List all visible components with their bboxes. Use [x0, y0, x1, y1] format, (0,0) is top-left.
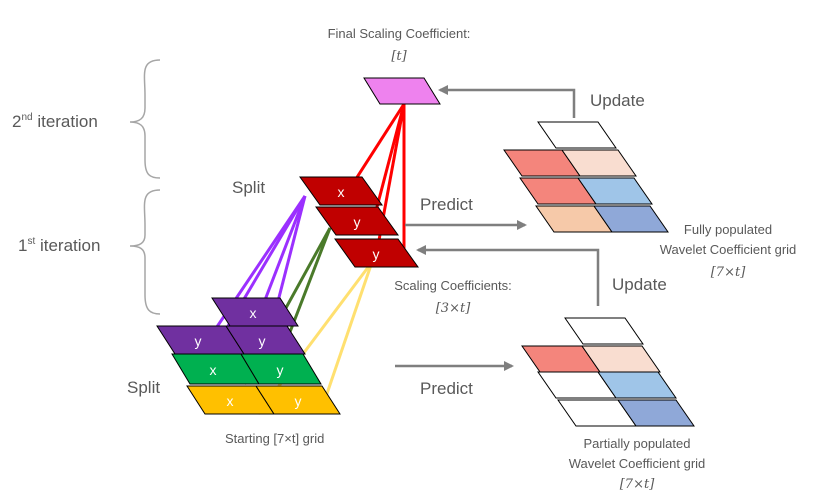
start-cell-row3-y	[240, 353, 322, 385]
level1-cell-y2	[334, 238, 419, 268]
start-cell-row2-y2-text: y	[259, 333, 266, 349]
level1-cell-x	[299, 176, 383, 206]
partially-populated-line2: Wavelet Coefficient grid	[569, 456, 706, 471]
level1-cell-y2-text: y	[373, 246, 380, 262]
first-iteration-brace	[129, 189, 161, 315]
level1-cell-y1	[315, 206, 399, 236]
partially-populated-dim: [7×t]	[620, 477, 655, 492]
partial-cell-r3b	[597, 371, 677, 399]
full-cell-r4b	[593, 205, 669, 233]
update-bottom-label: Update	[612, 275, 667, 294]
scaling-coefficients-dim: [3×t]	[436, 301, 471, 316]
full-cell-r2b	[561, 149, 637, 177]
partially-populated-grid	[521, 317, 695, 427]
fully-populated-line1: Fully populated	[684, 222, 772, 237]
starting-grid: x y y x y x y	[156, 297, 341, 415]
fully-populated-grid	[503, 121, 669, 233]
update-top-label: Update	[590, 91, 645, 110]
first-iteration-label: 1st iteration	[18, 236, 100, 255]
start-cell-row1-x	[211, 297, 299, 327]
full-cell-r1	[537, 121, 617, 149]
final-coefficient-label: Final Scaling Coefficient:	[328, 26, 471, 41]
split-top-label: Split	[232, 178, 265, 197]
final-coefficient-cell	[363, 77, 441, 105]
level1-cells: x y y	[299, 176, 419, 268]
fully-populated-line2: Wavelet Coefficient grid	[660, 242, 797, 257]
start-cell-row2-y1-text: y	[195, 333, 202, 349]
start-cell-row4-y-text: y	[295, 393, 302, 409]
scaling-coefficients-label: Scaling Coefficients:	[394, 278, 512, 293]
second-iteration-label: 2nd iteration	[12, 112, 98, 131]
partially-populated-line1: Partially populated	[584, 436, 691, 451]
final-coefficient-dim: [t]	[391, 49, 407, 64]
start-cell-row4-y	[255, 385, 341, 415]
predict-bottom-label: Predict	[420, 379, 473, 398]
start-cell-row4-x-text: x	[227, 393, 234, 409]
start-cell-row3-x-text: x	[210, 362, 217, 378]
partial-cell-r1	[564, 317, 644, 345]
split-bottom-label: Split	[127, 378, 160, 397]
predict-top-label: Predict	[420, 195, 473, 214]
level1-cell-x-text: x	[338, 184, 345, 200]
start-cell-row3-y-text: y	[277, 362, 284, 378]
full-cell-r3b	[577, 177, 653, 205]
update-bottom-arrow	[416, 245, 600, 306]
start-cell-row1-x-text: x	[250, 305, 257, 321]
start-cell-row2-y2	[225, 325, 306, 355]
starting-grid-label: Starting [7×t] grid	[225, 431, 324, 446]
fully-populated-dim: [7×t]	[711, 265, 746, 280]
update-top-arrow	[438, 85, 576, 118]
partial-cell-r4b	[617, 399, 695, 427]
second-iteration-brace	[129, 59, 161, 179]
level1-cell-y1-text: y	[354, 214, 361, 230]
partial-cell-r2b	[581, 345, 661, 373]
